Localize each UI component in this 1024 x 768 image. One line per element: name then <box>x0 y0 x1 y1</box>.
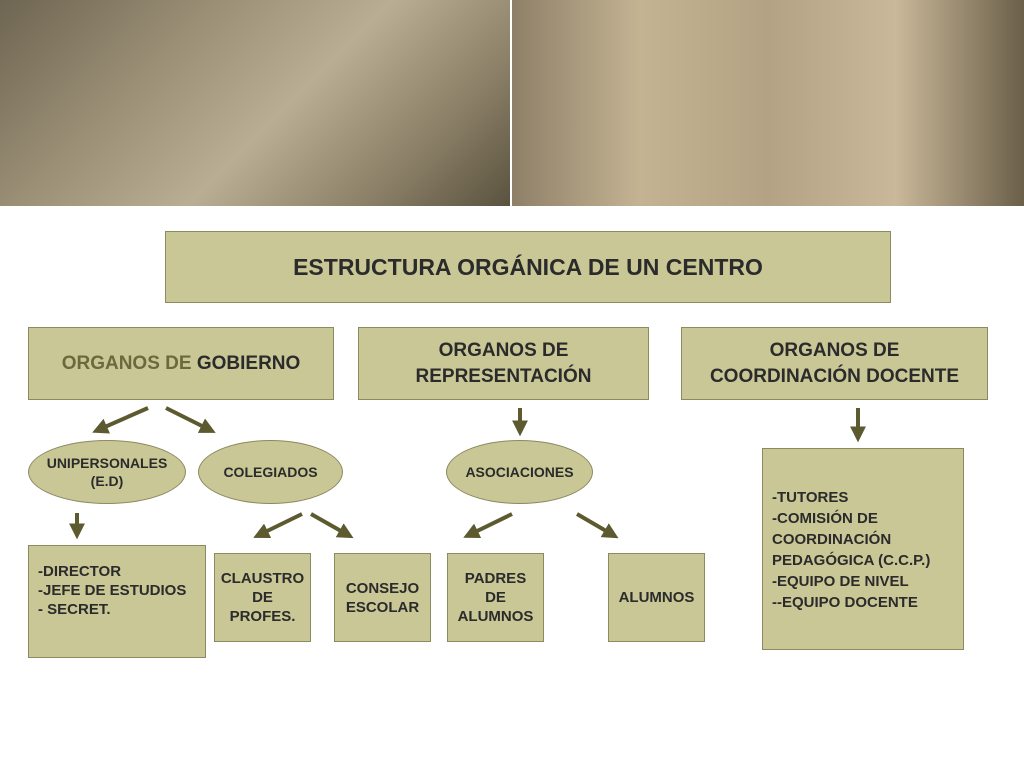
header-coordinacion-line2: COORDINACIÓN DOCENTE <box>709 365 960 387</box>
header-coordinacion-line1: ORGANOS DE <box>769 339 900 361</box>
banner-photo-hands <box>0 0 510 206</box>
header-representacion-line2: REPRESENTACIÓN <box>415 365 592 387</box>
box-alumnos-label: ALUMNOS <box>618 589 695 606</box>
header-representacion: ORGANOS DE REPRESENTACIÓN <box>358 327 649 400</box>
box-unipersonales-list: -DIRECTOR -JEFE DE ESTUDIOS - SECRET. <box>28 545 206 658</box>
header-gobierno-main: GOBIERNO <box>196 352 301 374</box>
arrow-asociaciones-to-alumnos <box>575 512 619 539</box>
box-padres-line2: DE <box>485 589 506 606</box>
ellipse-colegiados-label: COLEGIADOS <box>223 464 318 480</box>
coord-item-equipo-nivel: -EQUIPO DE NIVEL <box>772 573 909 590</box>
box-claustro: CLAUSTRO DE PROFES. <box>214 553 311 642</box>
ellipse-unipersonales: UNIPERSONALES (E.D) <box>28 440 186 504</box>
coord-item-comision: -COMISIÓN DE <box>772 510 878 527</box>
box-consejo-escolar: CONSEJO ESCOLAR <box>334 553 431 642</box>
list-item-secretario: - SECRET. <box>38 601 111 618</box>
coord-item-tutores: -TUTORES <box>772 489 849 506</box>
header-gobierno: ORGANOS DE GOBIERNO <box>28 327 334 400</box>
arrow-gobierno-to-unipersonales <box>92 406 149 434</box>
coord-item-coordinacion: COORDINACIÓN <box>772 531 892 548</box>
arrow-colegiados-to-claustro <box>253 512 303 538</box>
coord-item-pedagogica: PEDAGÓGICA (C.C.P.) <box>772 552 931 569</box>
arrow-asociaciones-to-padres <box>463 512 513 538</box>
box-coordinacion-list: -TUTORES -COMISIÓN DE COORDINACIÓN PEDAG… <box>762 448 964 650</box>
banner-divider <box>510 0 512 206</box>
diagram-title: ESTRUCTURA ORGÁNICA DE UN CENTRO <box>165 231 891 303</box>
ellipse-unipersonales-line1: UNIPERSONALES <box>46 455 168 471</box>
arrow-gobierno-to-colegiados <box>165 406 216 433</box>
box-padres-line3: ALUMNOS <box>457 608 534 625</box>
ellipse-unipersonales-line2: (E.D) <box>90 473 124 489</box>
banner-photo-faces <box>512 0 1024 206</box>
diagram-title-text: ESTRUCTURA ORGÁNICA DE UN CENTRO <box>293 253 763 280</box>
box-alumnos: ALUMNOS <box>608 553 705 642</box>
box-claustro-line1: CLAUSTRO <box>220 570 305 587</box>
list-item-director: -DIRECTOR <box>38 563 122 580</box>
box-consejo-line2: ESCOLAR <box>345 598 420 616</box>
list-item-jefe-estudios: -JEFE DE ESTUDIOS <box>38 582 187 599</box>
header-coordinacion: ORGANOS DE COORDINACIÓN DOCENTE <box>681 327 988 400</box>
box-padres-alumnos: PADRES DE ALUMNOS <box>447 553 544 642</box>
arrow-colegiados-to-consejo <box>310 512 354 539</box>
header-representacion-line1: ORGANOS DE <box>438 339 569 361</box>
ellipse-asociaciones-label: ASOCIACIONES <box>465 464 574 480</box>
box-claustro-line2: DE <box>252 589 273 606</box>
box-claustro-line3: PROFES. <box>229 608 296 625</box>
box-padres-line1: PADRES <box>464 570 527 587</box>
ellipse-colegiados: COLEGIADOS <box>198 440 343 504</box>
header-gobierno-prefix: ORGANOS DE <box>61 352 192 374</box>
ellipse-asociaciones: ASOCIACIONES <box>446 440 593 504</box>
box-consejo-line1: CONSEJO <box>345 579 420 597</box>
coord-item-equipo-docente: --EQUIPO DOCENTE <box>772 594 918 611</box>
